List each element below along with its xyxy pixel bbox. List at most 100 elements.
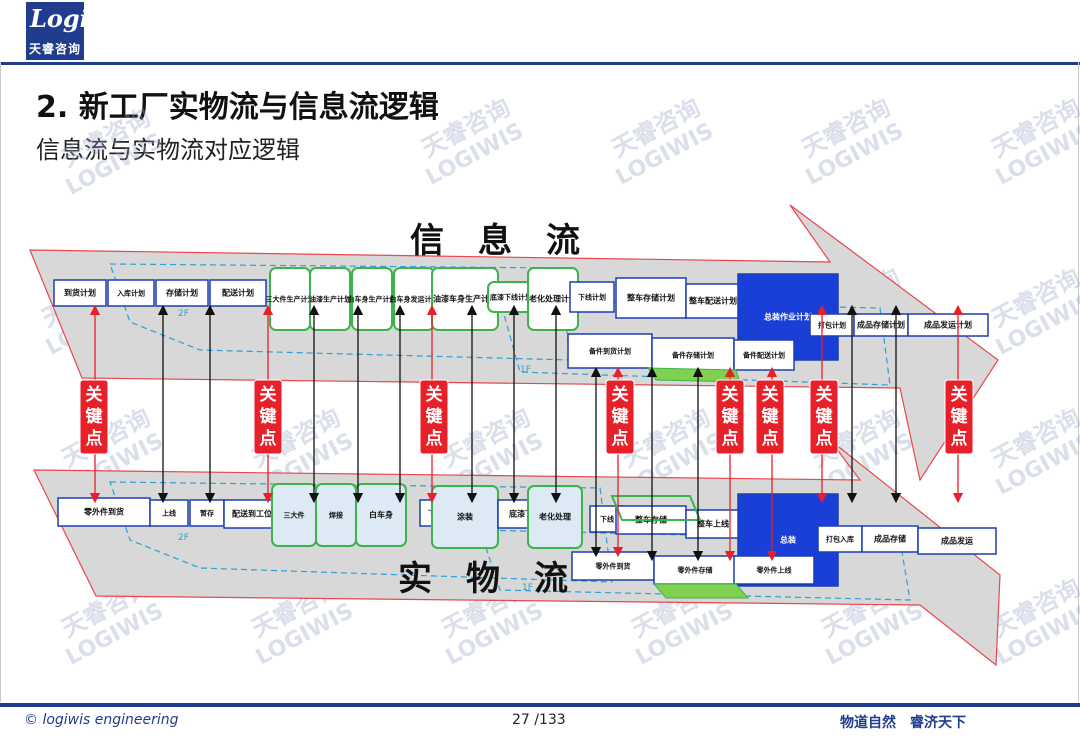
flow-box-label: 老化处理计划	[528, 294, 577, 304]
flow-box-label: 老化处理	[538, 512, 571, 522]
flow-box-label: 成品存储	[874, 534, 906, 544]
flow-box-label: 暂存	[200, 508, 214, 517]
zone-label: 2F	[178, 309, 189, 319]
flow-box-label: 白车身	[369, 510, 393, 520]
flow-box-label: 焊接	[329, 510, 343, 519]
flow-box-label: 备件存储计划	[671, 350, 714, 359]
physical-sub-box: 零外件到货	[571, 551, 655, 581]
key-point: 关键点	[755, 379, 785, 455]
footer-copyright: © logiwis engineering	[24, 712, 179, 728]
frame-left	[0, 62, 1, 702]
footer-slogan: 物道自然 睿济天下	[840, 715, 966, 731]
header-rule	[0, 62, 1080, 65]
info-box: 成品存储计划	[853, 313, 909, 337]
physical-box: 上线	[149, 499, 189, 527]
info-box: 配送计划	[209, 279, 267, 307]
flow-box-label: 成品发运	[941, 536, 973, 546]
flow-box-label: 配送计划	[222, 288, 254, 298]
flow-box-label: 下线计划	[578, 292, 606, 301]
physical-box: 成品存储	[861, 525, 919, 553]
physical-box: 打包入库	[817, 525, 863, 553]
info-flow-label: 信 息 流	[410, 221, 580, 261]
flow-box-label: 上线	[162, 508, 176, 517]
info-box: 三大件生产计划	[266, 267, 315, 331]
key-point-label: 键	[426, 406, 443, 427]
physical-box: 三大件	[271, 483, 317, 547]
flow-box-label: 备件配送计划	[742, 350, 785, 359]
key-point-label: 点	[762, 428, 779, 449]
key-point: 关键点	[944, 379, 974, 455]
footer-rule	[0, 703, 1080, 707]
info-box: 打包计划	[809, 313, 855, 337]
flow-box-label: 油漆生产计划	[309, 294, 351, 303]
phys-sub-highlight	[652, 583, 750, 599]
flow-box-label: 白车身生产计划	[348, 294, 397, 303]
info-box: 到货计划	[53, 279, 107, 307]
flow-box-label: 三大件生产计划	[266, 294, 315, 303]
zone-label: 1F	[520, 365, 531, 375]
page-subtitle: 信息流与实物流对应逻辑	[36, 136, 300, 164]
physical-sub-box: 零外件存储	[653, 555, 737, 585]
key-point-label: 点	[260, 428, 277, 449]
flow-box-label: 备件到货计划	[588, 346, 631, 355]
flow-box-label: 底漆下线	[508, 509, 541, 519]
physical-sub-box: 零外件上线	[733, 555, 815, 585]
flow-box-label: 入库计划	[116, 288, 145, 297]
key-point-label: 关	[816, 384, 833, 405]
physical-flow-label: 实 物 流	[398, 559, 568, 599]
physical-box: 暂存	[189, 499, 225, 527]
key-point: 关键点	[253, 379, 283, 455]
flow-box-label: 整车配送计划	[688, 296, 737, 306]
logo-brand: Logiwis	[30, 4, 133, 33]
flow-box-label: 零外件到货	[83, 507, 124, 517]
key-point-label: 关	[612, 384, 629, 405]
physical-box: 涂装	[431, 485, 499, 549]
physical-box: 老化处理	[527, 485, 583, 549]
flow-box-label: 零外件存储	[677, 565, 713, 574]
physical-box: 配送到工位	[223, 499, 281, 529]
physical-box: 成品发运	[917, 527, 997, 555]
info-box: 整车存储计划	[615, 277, 687, 319]
flow-box-label: 零外件上线	[756, 565, 792, 574]
flow-box-label: 整车存储计划	[626, 293, 675, 303]
flow-box-label: 底漆下线计划	[490, 292, 532, 301]
physical-box: 零外件到货	[57, 497, 151, 527]
info-box: 成品发运计划	[907, 313, 989, 337]
page-title: 2. 新工厂实物流与信息流逻辑	[36, 90, 439, 125]
flow-box-label: 到货计划	[64, 288, 96, 298]
info-sub-row: 备件到货计划 备件存储计划 备件配送计划	[567, 333, 795, 383]
key-point-label: 键	[722, 406, 739, 427]
frame-right	[1078, 62, 1079, 702]
company-logo: Logiwis 天睿咨询	[26, 2, 132, 60]
logo-cn: 天睿咨询	[29, 42, 82, 56]
info-sub-box: 备件到货计划	[567, 333, 653, 369]
flow-box-label: 打包入库	[826, 534, 854, 543]
physical-box: 焊接	[315, 483, 357, 547]
info-box: 下线计划	[569, 281, 615, 313]
flow-box-label: 配送到工位	[232, 509, 272, 519]
info-box: 油漆车身生产计划	[431, 267, 499, 331]
page-number: 27 /133	[512, 712, 566, 728]
key-point: 关键点	[809, 379, 839, 455]
physical-box: 白车身	[355, 483, 407, 547]
flow-box-label: 零外件到货	[595, 561, 631, 570]
flow-box-label: 三大件	[284, 510, 305, 519]
key-point: 关键点	[715, 379, 745, 455]
flow-box-label: 成品发运计划	[924, 320, 972, 330]
key-point-label: 关	[951, 384, 968, 405]
key-point: 关键点	[605, 379, 635, 455]
key-point-label: 关	[86, 384, 103, 405]
key-point-label: 关	[426, 384, 443, 405]
info-sub-box: 备件存储计划	[651, 337, 735, 373]
key-point-label: 键	[612, 406, 629, 427]
flow-box-label: 总装	[780, 535, 796, 545]
key-point-label: 点	[816, 428, 833, 449]
